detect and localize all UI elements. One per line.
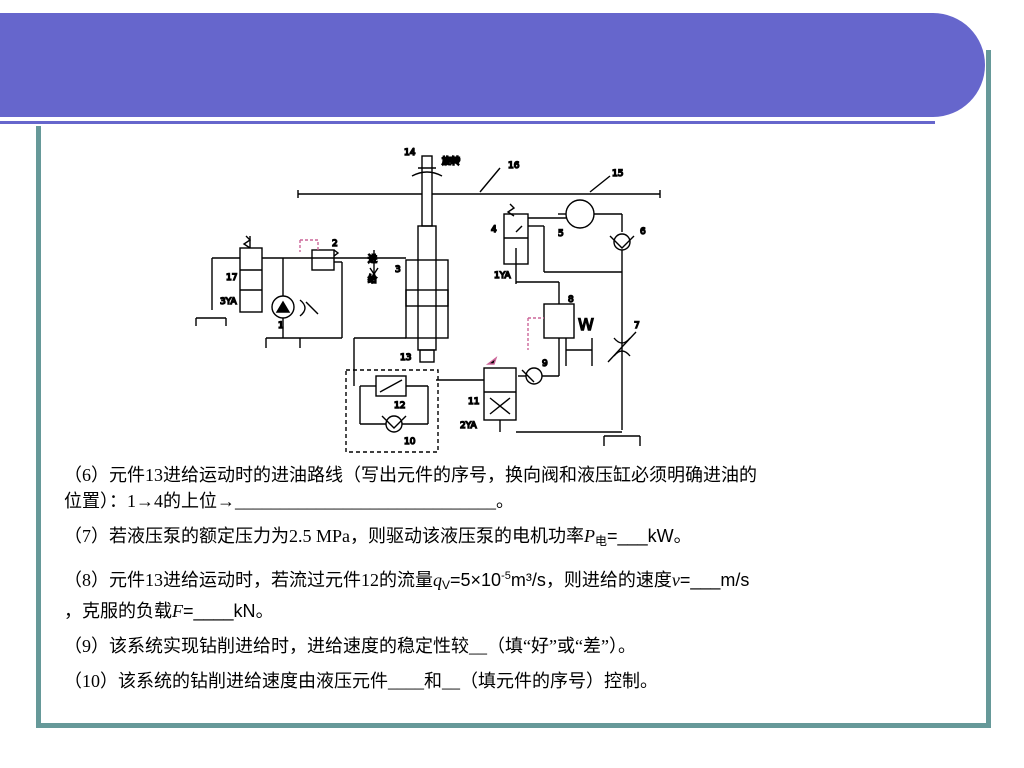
label-15: 15 xyxy=(612,169,623,179)
label-1: 1 xyxy=(278,321,284,331)
title-banner xyxy=(0,13,985,117)
spindle-14 xyxy=(297,155,661,227)
relief-valve-2 xyxy=(299,239,343,339)
check-valve-9 xyxy=(518,360,560,385)
hydraulic-motor-5 xyxy=(528,199,623,232)
q7-blank: =___kW xyxy=(607,526,674,546)
label-1ya: 1YA xyxy=(494,271,512,281)
label-3ya: 3YA xyxy=(220,297,238,307)
label-5: 5 xyxy=(558,229,564,239)
q10-blank-2: __ xyxy=(442,671,460,691)
cylinder-3 xyxy=(369,225,449,363)
label-9: 9 xyxy=(542,359,548,369)
label-16: 16 xyxy=(508,161,520,171)
q6-line1: （6）元件13进给运动时的进油路线（写出元件的序号，换向阀和液压缸必须明确进油的 xyxy=(64,465,757,485)
pump-1 xyxy=(262,257,406,348)
label-10: 10 xyxy=(404,437,416,447)
valve-11 xyxy=(436,356,622,433)
question-7: （7）若液压泵的额定压力为2.5 MPa，则驱动该液压泵的电机功率P电=___k… xyxy=(64,526,692,548)
q8-line2: ，克服的负载F=____kN。 xyxy=(64,601,274,621)
valve-4 xyxy=(503,203,622,284)
q6-line2: 位置）：1→4的上位→_____________________________… xyxy=(64,491,514,511)
q9-blank: __ xyxy=(469,636,487,656)
label-3: 3 xyxy=(395,265,401,275)
label-4: 4 xyxy=(491,225,497,235)
q8-line1: （8）元件13进给运动时，若流过元件12的流量qV=5×10-5m³/s，则进给… xyxy=(64,570,750,592)
question-6: （6）元件13进给运动时的进油路线（写出元件的序号，换向阀和液压缸必须明确进油的… xyxy=(64,462,954,514)
label-14: 14 xyxy=(404,148,416,158)
banner-underline xyxy=(0,121,935,124)
question-9: （9）该系统实现钻削进给时，进给速度的稳定性较__（填“好”或“差”）。 xyxy=(64,636,636,656)
q10-blank-1: ____ xyxy=(388,671,424,691)
q8-blank-v: =___m/s xyxy=(679,570,750,590)
frame-left-edge-top xyxy=(36,126,41,132)
label-11: 11 xyxy=(468,397,479,407)
label-6: 6 xyxy=(640,227,646,237)
q8-var-f: F xyxy=(172,601,183,621)
label-rotate: 旋转 xyxy=(441,155,460,167)
question-list: （6）元件13进给运动时的进油路线（写出元件的序号，换向阀和液压缸必须明确进油的… xyxy=(64,462,954,703)
q8-blank-f: =____kN xyxy=(183,601,256,621)
label-12: 12 xyxy=(394,401,405,411)
q7-var-p: P xyxy=(584,526,596,546)
label-7: 7 xyxy=(634,321,640,331)
q6-blank: _____________________________ xyxy=(235,491,496,511)
valve-17 xyxy=(195,235,263,326)
q8-var-v: v xyxy=(671,570,680,590)
label-17: 17 xyxy=(226,273,237,283)
valve-8 xyxy=(516,281,593,366)
label-feed-2: 给 xyxy=(368,273,377,285)
label-8: 8 xyxy=(568,295,574,305)
q8-var-q: q xyxy=(433,570,442,590)
label-2ya: 2YA xyxy=(460,421,478,431)
check-valve-6 xyxy=(609,233,635,430)
question-10: （10）该系统的钻削进给速度由液压元件____和__（填元件的序号）控制。 xyxy=(64,671,658,691)
throttle-valve-7 xyxy=(607,331,637,363)
label-w: W xyxy=(578,315,594,334)
flow-control-12 xyxy=(345,337,439,453)
label-13: 13 xyxy=(400,353,411,363)
label-2: 2 xyxy=(332,239,338,249)
label-feed-1: 进 xyxy=(368,253,377,265)
content-frame xyxy=(36,130,991,728)
tank-right xyxy=(603,435,641,446)
frame-right-edge xyxy=(986,50,991,132)
question-8: （8）元件13进给运动时，若流过元件12的流量qV=5×10-5m³/s，则进给… xyxy=(64,563,954,624)
